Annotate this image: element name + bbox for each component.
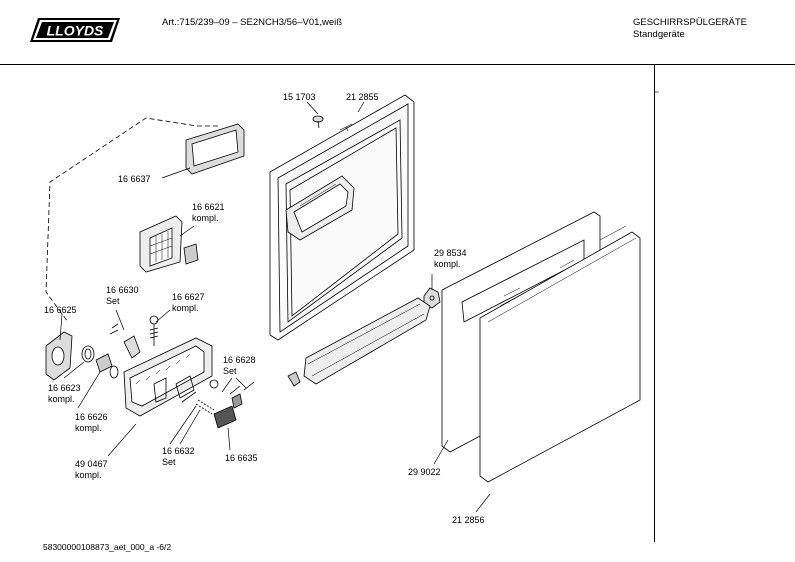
part-label-212855: 21 2855 (346, 92, 379, 102)
part-label-166632: 16 6632 Set (162, 446, 195, 467)
part-label-166626: 16 6626 kompl. (75, 412, 108, 433)
part-label-212856: 21 2856 (452, 515, 485, 525)
logo-text: LLOYDS (47, 23, 104, 39)
spring-pin (149, 315, 159, 346)
header-divider (0, 64, 795, 65)
bottom-trim-strip (287, 297, 431, 387)
category-subtitle: Standgeräte (633, 29, 685, 40)
door-latch (139, 215, 199, 273)
article-number: Art.:715/239–09 – SE2NCH3/56–V01,weiß (162, 17, 343, 28)
outer-door-panel-front (479, 225, 641, 483)
part-label-166637: 16 6637 (118, 174, 151, 184)
leader-lines (59, 101, 491, 513)
part-label-166625: 16 6625 (44, 305, 77, 315)
part-label-299022: 29 9022 (408, 467, 441, 477)
screw (312, 115, 324, 129)
part-label-166628: 16 6628 Set (223, 355, 256, 376)
inner-door-panel (269, 94, 415, 341)
part-label-151703: 15 1703 (283, 92, 316, 102)
part-label-166630: 16 6630 Set (106, 285, 139, 306)
document-footer: 58300000108873_aet_000_a -6/2 (43, 542, 172, 552)
part-label-166621: 16 6621 kompl. (192, 202, 225, 223)
right-margin-divider (654, 64, 655, 542)
dashed-group-line (45, 117, 218, 323)
lock-assembly (123, 337, 219, 417)
part-label-490467: 49 0467 kompl. (75, 459, 108, 480)
category-title: GESCHIRRSPÜLGERÄTE (633, 17, 748, 28)
hinge-pin-set (109, 323, 141, 359)
lloyds-logo: LLOYDS (30, 18, 120, 42)
springs-set (181, 381, 255, 415)
part-label-166623: 16 6623 kompl. (48, 383, 81, 404)
micro-switch (213, 393, 243, 429)
knob-assembly (45, 331, 119, 381)
part-label-166627: 16 6627 kompl. (172, 292, 205, 313)
part-label-298534: 29 8534 kompl. (434, 248, 467, 269)
part-label-166635: 16 6635 (225, 453, 258, 463)
handle-frame (185, 123, 245, 175)
